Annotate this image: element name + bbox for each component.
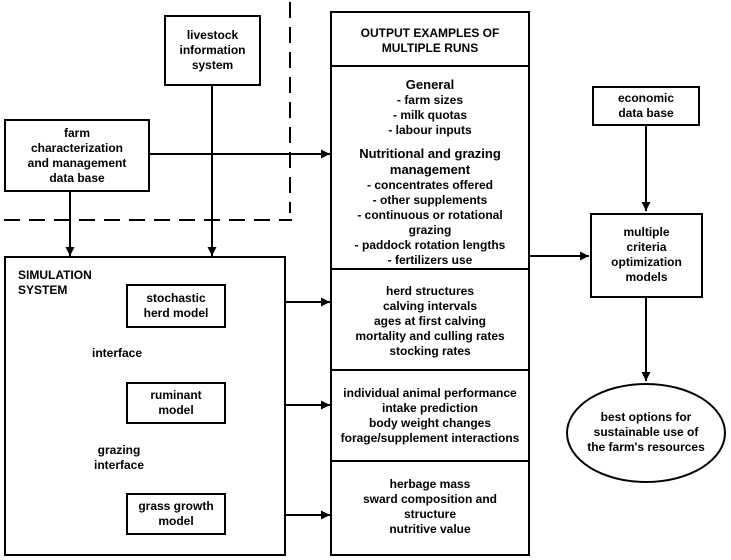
- best-options-label: best options for sustainable use of the …: [587, 410, 705, 454]
- ruminant-model-box: [126, 382, 226, 424]
- general-title: General: [405, 77, 455, 92]
- interface-label: interface: [92, 346, 143, 360]
- farm-db-box: [4, 119, 150, 192]
- farm-db-label: farm characterization and management dat…: [27, 126, 127, 185]
- herd-model-label: stochastic herd model: [143, 291, 209, 320]
- economic-db-box: [592, 86, 700, 126]
- output-general-section: General - farm sizes - milk quotas - lab…: [330, 77, 530, 138]
- output-header: OUTPUT EXAMPLES OF MULTIPLE RUNS: [360, 26, 500, 55]
- output-ruminant-section: individual animal performance intake pre…: [340, 386, 520, 445]
- output-divider-4: [330, 460, 530, 462]
- output-examples-column: [330, 11, 530, 556]
- grass-model-label: grass growth model: [138, 499, 214, 528]
- output-grass-section: herbage mass sward composition and struc…: [362, 477, 497, 536]
- livestock-info-label: livestock information system: [179, 28, 246, 72]
- nutrition-title: Nutritional and grazing: [359, 146, 501, 161]
- output-divider-1: [330, 65, 530, 67]
- herd-model-box: [126, 284, 226, 328]
- optimization-models-box: [590, 213, 703, 298]
- livestock-info-box: [164, 15, 261, 86]
- output-divider-3: [330, 369, 530, 371]
- grass-model-box: [126, 493, 226, 535]
- simulation-system-title: SIMULATION SYSTEM: [18, 268, 92, 297]
- output-herd-section: herd structures calving intervals ages a…: [355, 284, 505, 358]
- ruminant-model-label: ruminant model: [150, 388, 202, 417]
- optimization-models-label: multiple criteria optimization models: [611, 225, 682, 284]
- best-options-ellipse: [566, 383, 726, 483]
- output-nutrition-section: Nutritional and grazing management - con…: [330, 146, 530, 268]
- economic-db-label: economic data base: [617, 91, 674, 120]
- grazing-interface-label: grazing interface: [94, 443, 145, 472]
- output-divider-2: [330, 268, 530, 270]
